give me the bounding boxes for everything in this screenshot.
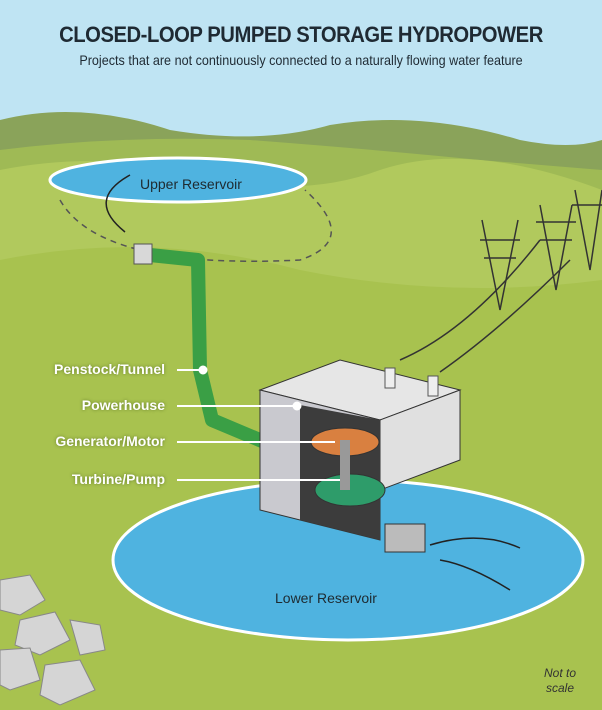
upper-reservoir-boundary [59, 189, 332, 262]
generator-motor-label: Generator/Motor [55, 433, 165, 449]
insulator [384, 367, 396, 389]
insulator [427, 375, 439, 397]
powerhouse-label: Powerhouse [81, 397, 165, 413]
rocks [0, 574, 106, 706]
transmission-lines [399, 189, 602, 373]
page-subtitle: Projects that are not continuously conne… [79, 52, 523, 68]
flow-arrow-upper [105, 174, 131, 233]
outlet-structure [384, 523, 426, 553]
lower-reservoir-label: Lower Reservoir [275, 590, 377, 606]
not-to-scale-note: Not to scale [543, 666, 576, 695]
upper-reservoir-label: Upper Reservoir [140, 176, 242, 192]
powerhouse [258, 359, 462, 541]
penstock-label: Penstock/Tunnel [54, 361, 165, 377]
flow-arrow-lower [429, 537, 521, 591]
page-title: CLOSED-LOOP PUMPED STORAGE HYDROPOWER [59, 22, 543, 47]
turbine-pump-label: Turbine/Pump [71, 471, 165, 487]
intake-structure [133, 243, 153, 265]
leader-lines [177, 365, 340, 481]
upper-reservoir [48, 156, 308, 204]
